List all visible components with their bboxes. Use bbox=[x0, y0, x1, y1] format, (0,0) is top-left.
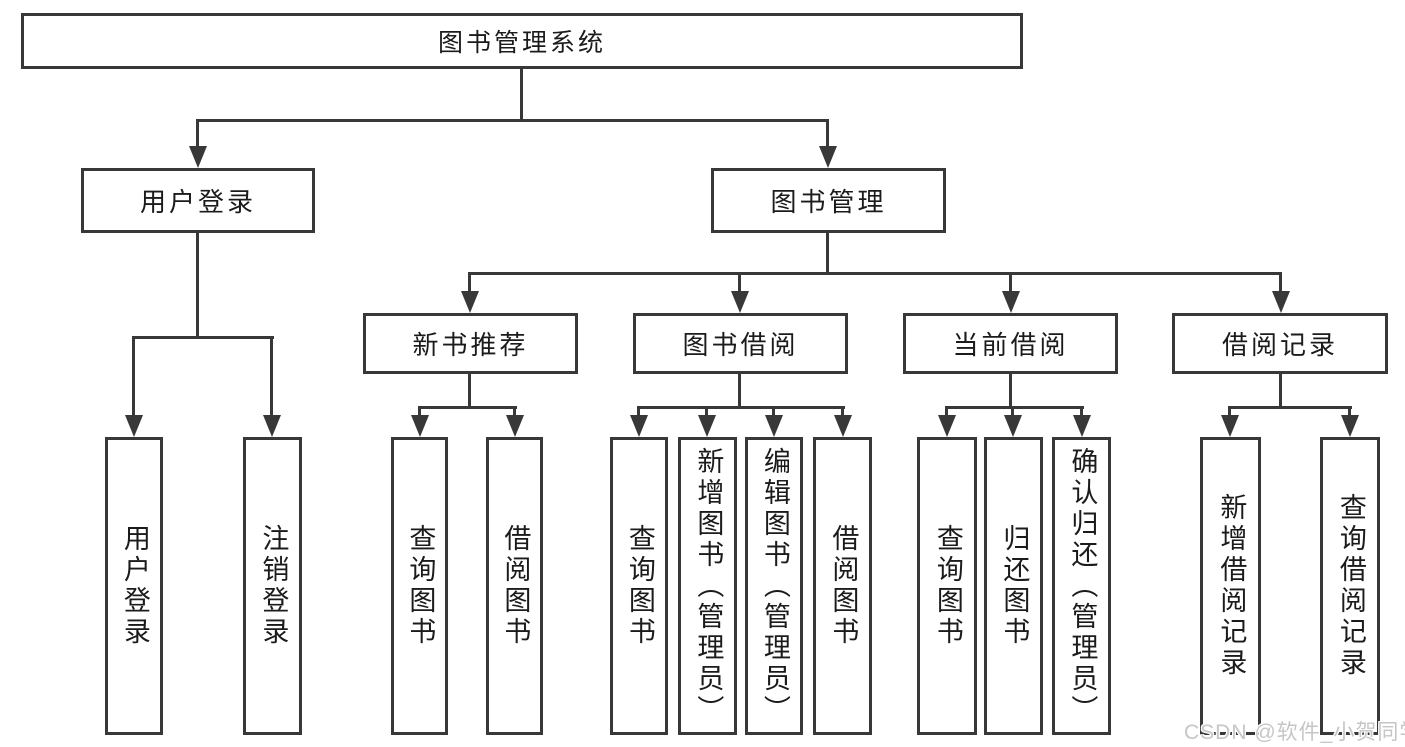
leaf-user-login: 用户登录 bbox=[105, 437, 163, 735]
node-user-login-label: 用户登录 bbox=[139, 187, 256, 217]
arrowhead-edit-book bbox=[765, 415, 783, 437]
node-current-borrow-label: 当前借阅 bbox=[952, 330, 1069, 360]
connector-book-management-branch bbox=[468, 272, 1282, 275]
connector-drop-query-book-1 bbox=[418, 406, 421, 420]
connector-drop-confirm-return bbox=[1080, 406, 1083, 420]
arrowhead-query-record bbox=[1341, 415, 1359, 437]
arrowhead-query-book-2 bbox=[630, 415, 648, 437]
leaf-query-borrow-record: 查询借阅记录 bbox=[1320, 437, 1380, 735]
node-book-borrow-label: 图书借阅 bbox=[682, 330, 799, 360]
node-book-borrow: 图书借阅 bbox=[633, 313, 848, 374]
arrowhead-add-book bbox=[698, 415, 716, 437]
arrowhead-add-record bbox=[1221, 415, 1239, 437]
connector-current-borrow-stem bbox=[1009, 373, 1012, 409]
arrowhead-new-book bbox=[461, 291, 479, 313]
leaf-query-book-3-label: 查询图书 bbox=[932, 524, 963, 648]
arrowhead-confirm-return bbox=[1073, 415, 1091, 437]
leaf-add-borrow-record: 新增借阅记录 bbox=[1200, 437, 1261, 735]
connector-drop-query-record bbox=[1348, 406, 1351, 420]
arrowhead-return-book bbox=[1004, 415, 1022, 437]
arrowhead-leaf-logout bbox=[263, 415, 281, 437]
connector-drop-current-borrow bbox=[1009, 272, 1012, 292]
connector-book-borrow-stem bbox=[738, 373, 741, 409]
csdn-watermark: CSDN @软件_小贺同学 bbox=[1184, 721, 1405, 744]
node-user-login: 用户登录 bbox=[81, 168, 315, 233]
connector-drop-borrow-book-1 bbox=[513, 406, 516, 420]
connector-drop-book-management bbox=[826, 119, 829, 150]
connector-root-stem bbox=[520, 69, 523, 119]
leaf-query-borrow-record-label: 查询借阅记录 bbox=[1335, 493, 1366, 679]
leaf-logout-label: 注销登录 bbox=[258, 524, 289, 648]
leaf-borrow-book-1-label: 借阅图书 bbox=[500, 524, 531, 648]
leaf-borrow-book-1: 借阅图书 bbox=[486, 437, 543, 735]
node-root: 图书管理系统 bbox=[21, 13, 1023, 69]
arrowhead-current-borrow bbox=[1002, 291, 1020, 313]
connector-borrow-record-branch bbox=[1228, 406, 1352, 409]
connector-user-login-stem bbox=[196, 233, 199, 339]
connector-drop-leaf-user-login bbox=[132, 336, 135, 418]
connector-current-borrow-branch bbox=[945, 406, 1084, 409]
connector-drop-add-record bbox=[1228, 406, 1231, 420]
leaf-borrow-book-2: 借阅图书 bbox=[813, 437, 872, 735]
connector-drop-book-borrow bbox=[738, 272, 741, 292]
leaf-logout: 注销登录 bbox=[243, 437, 302, 735]
node-borrow-record-label: 借阅记录 bbox=[1221, 330, 1338, 360]
node-current-borrow: 当前借阅 bbox=[903, 313, 1118, 374]
arrowhead-query-book-1 bbox=[411, 415, 429, 437]
leaf-query-book-1-label: 查询图书 bbox=[405, 524, 436, 648]
connector-user-login-branch bbox=[132, 336, 274, 339]
leaf-query-book-2-label: 查询图书 bbox=[624, 524, 655, 648]
connector-drop-add-book bbox=[705, 406, 708, 420]
connector-drop-query-book-3 bbox=[945, 406, 948, 420]
leaf-return-book: 归还图书 bbox=[984, 437, 1043, 735]
leaf-return-book-label: 归还图书 bbox=[999, 524, 1030, 648]
arrowhead-book-borrow bbox=[731, 291, 749, 313]
node-book-management-label: 图书管理 bbox=[770, 187, 887, 217]
arrowhead-borrow-book-2 bbox=[834, 415, 852, 437]
connector-drop-user-login bbox=[196, 119, 199, 150]
leaf-user-login-label: 用户登录 bbox=[119, 524, 150, 648]
arrowhead-user-login bbox=[189, 146, 207, 168]
arrowhead-borrow-book-1 bbox=[506, 415, 524, 437]
node-root-label: 图书管理系统 bbox=[437, 29, 606, 57]
connector-drop-query-book-2 bbox=[637, 406, 640, 420]
node-new-book-recommend: 新书推荐 bbox=[363, 313, 578, 374]
leaf-edit-book-admin: 编辑图书（管理员） bbox=[745, 437, 803, 735]
leaf-add-borrow-record-label: 新增借阅记录 bbox=[1216, 493, 1247, 679]
connector-drop-return-book bbox=[1011, 406, 1014, 420]
leaf-add-book-admin: 新增图书（管理员） bbox=[678, 437, 737, 735]
leaf-query-book-1: 查询图书 bbox=[391, 437, 448, 735]
connector-book-management-stem bbox=[826, 233, 829, 275]
leaf-query-book-3: 查询图书 bbox=[917, 437, 977, 735]
connector-book-borrow-branch bbox=[637, 406, 845, 409]
leaf-query-book-2: 查询图书 bbox=[610, 437, 668, 735]
leaf-add-book-admin-label: 新增图书（管理员） bbox=[693, 446, 724, 726]
arrowhead-book-management bbox=[819, 146, 837, 168]
leaf-confirm-return-admin: 确认归还（管理员） bbox=[1052, 437, 1111, 735]
arrowhead-borrow-record bbox=[1272, 291, 1290, 313]
arrowhead-query-book-3 bbox=[938, 415, 956, 437]
node-borrow-record: 借阅记录 bbox=[1172, 313, 1388, 374]
leaf-edit-book-admin-label: 编辑图书（管理员） bbox=[759, 446, 790, 726]
connector-borrow-record-stem bbox=[1279, 373, 1282, 409]
connector-new-book-branch bbox=[418, 406, 517, 409]
connector-root-branch bbox=[196, 119, 829, 122]
node-book-management: 图书管理 bbox=[711, 168, 946, 233]
connector-drop-borrow-record bbox=[1279, 272, 1282, 292]
connector-drop-borrow-book-2 bbox=[841, 406, 844, 420]
leaf-borrow-book-2-label: 借阅图书 bbox=[828, 524, 859, 648]
connector-new-book-stem bbox=[468, 373, 471, 409]
leaf-confirm-return-admin-label: 确认归还（管理员） bbox=[1067, 446, 1098, 726]
arrowhead-leaf-user-login bbox=[125, 415, 143, 437]
connector-drop-leaf-logout bbox=[270, 336, 273, 418]
connector-drop-new-book bbox=[468, 272, 471, 292]
node-new-book-recommend-label: 新书推荐 bbox=[412, 330, 529, 360]
connector-drop-edit-book bbox=[772, 406, 775, 420]
